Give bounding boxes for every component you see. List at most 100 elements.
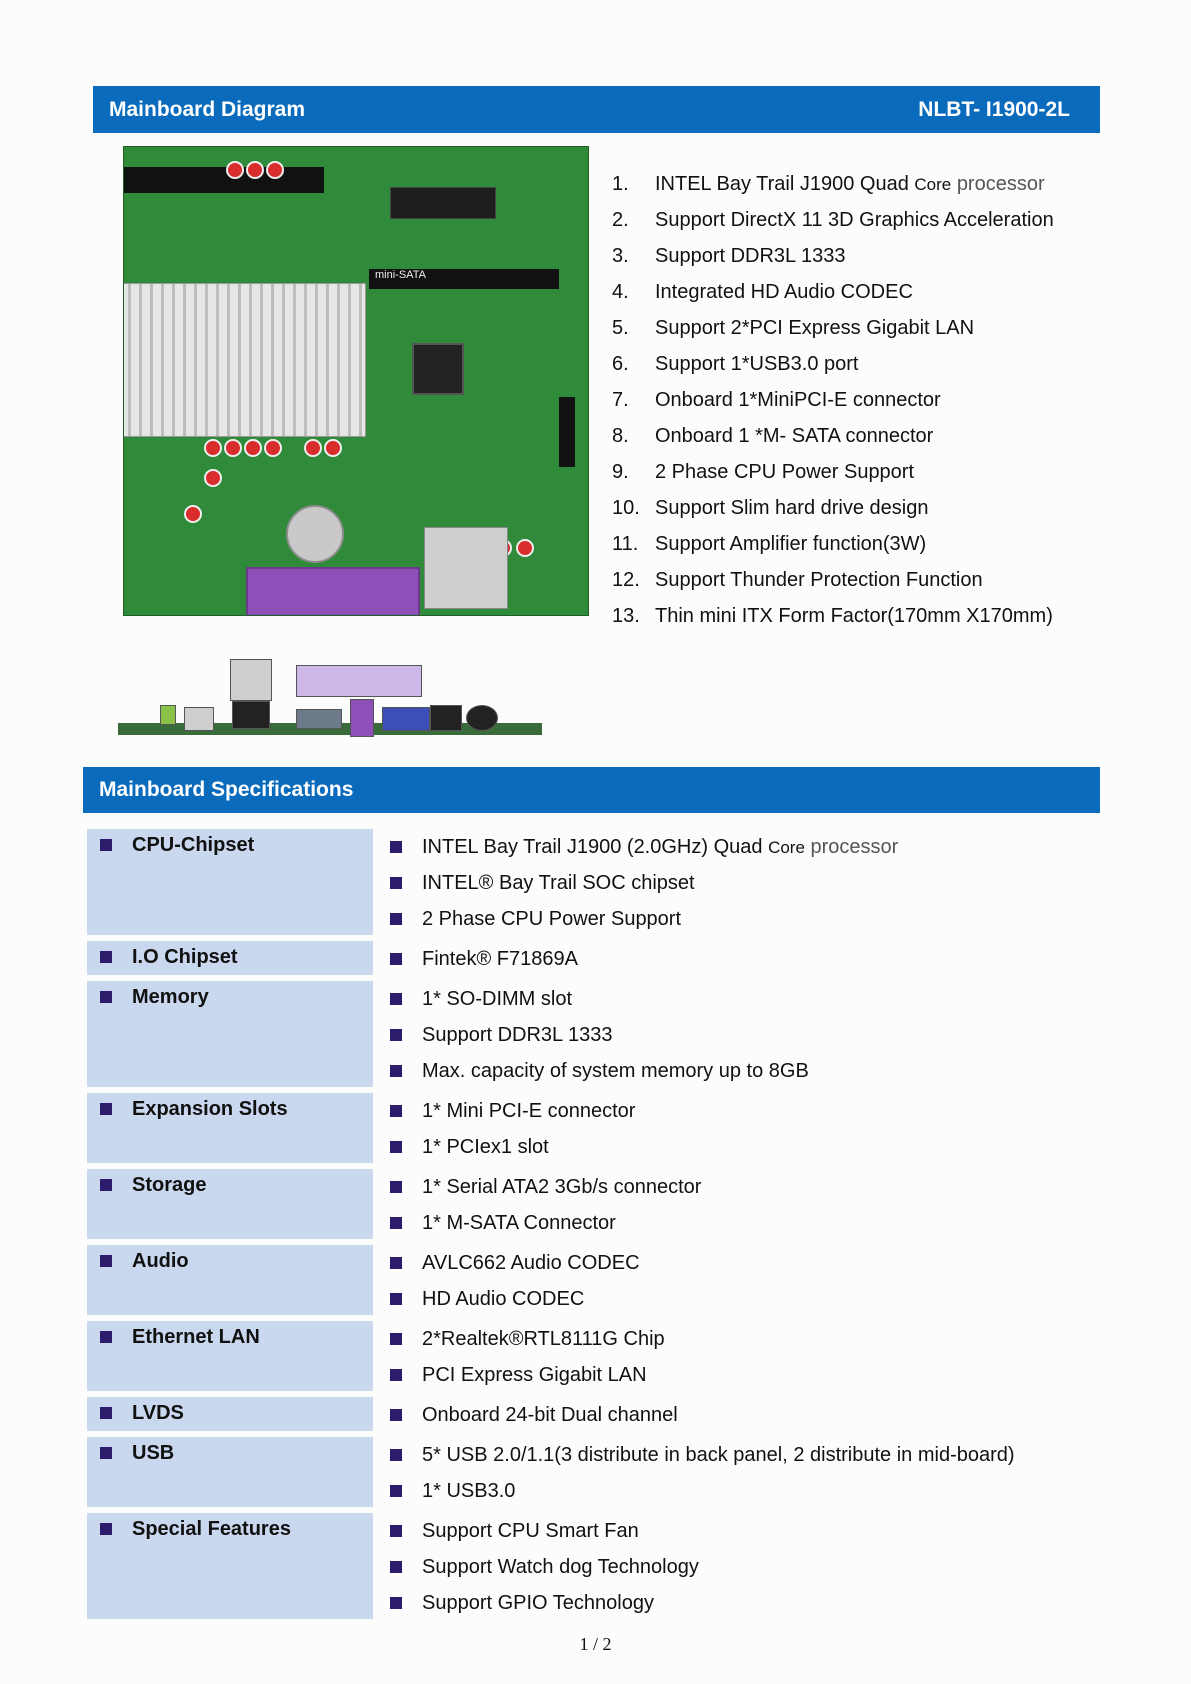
bullet-icon (390, 913, 402, 925)
feature-number: 6. (612, 353, 629, 375)
item-text: 1* M-SATA Connector (422, 1212, 616, 1234)
item-text: 1* USB3.0 (422, 1480, 516, 1502)
spec-label: Expansion Slots (87, 1093, 373, 1163)
bullet-icon (390, 1369, 402, 1381)
item-text: 2 Phase CPU Power Support (655, 461, 915, 483)
spec-value: 1* Mini PCI-E connector (390, 1098, 635, 1134)
feature-item: 13.Thin mini ITX Form Factor(170mm X170m… (612, 601, 1054, 637)
bullet-icon (390, 1525, 402, 1537)
bullet-icon (390, 993, 402, 1005)
spec-value: 5* USB 2.0/1.1(3 distribute in back pane… (390, 1442, 1015, 1478)
spec-label: USB (87, 1437, 373, 1507)
feature-item: 3.Support DDR3L 1333 (612, 241, 1054, 277)
spec-value: Support CPU Smart Fan (390, 1518, 699, 1554)
spec-values: Onboard 24-bit Dual channel (390, 1402, 678, 1438)
spec-value: 1* PCIex1 slot (390, 1134, 635, 1170)
spec-label-text: USB (132, 1442, 175, 1464)
item-text: 2*Realtek®RTL8111G Chip (422, 1328, 665, 1350)
item-text: PCI Express Gigabit LAN (422, 1364, 647, 1386)
bullet-icon (390, 1485, 402, 1497)
spec-label: CPU-Chipset (87, 829, 373, 935)
spec-value: INTEL® Bay Trail SOC chipset (390, 870, 898, 906)
spec-label-text: CPU-Chipset (132, 834, 255, 856)
feature-number: 3. (612, 245, 629, 267)
bullet-icon (100, 1255, 112, 1267)
spec-label: Special Features (87, 1513, 373, 1619)
item-text: 1* Mini PCI-E connector (422, 1100, 636, 1122)
so-dimm-slot (124, 167, 324, 193)
item-text: Support Amplifier function(3W) (655, 533, 927, 555)
core-text: Core (914, 175, 952, 194)
spec-label-text: LVDS (132, 1402, 184, 1424)
item-text: Onboard 1*MiniPCI-E connector (655, 389, 941, 411)
chip (390, 187, 496, 219)
feature-number: 7. (612, 389, 629, 411)
spec-value: 2 Phase CPU Power Support (390, 906, 898, 942)
feature-number: 2. (612, 209, 629, 231)
feature-number: 11. (612, 533, 639, 555)
pin-header (559, 397, 575, 467)
item-text: INTEL Bay Trail J1900 (2.0GHz) Quad (422, 836, 763, 858)
spec-label: LVDS (87, 1397, 373, 1431)
feature-item: 8.Onboard 1 *M- SATA connector (612, 421, 1054, 457)
item-text: INTEL® Bay Trail SOC chipset (422, 872, 695, 894)
feature-item: 10.Support Slim hard drive design (612, 493, 1054, 529)
feature-item: 7. Onboard 1*MiniPCI-E connector (612, 385, 1054, 421)
spec-values: 5* USB 2.0/1.1(3 distribute in back pane… (390, 1442, 1015, 1514)
bullet-icon (390, 877, 402, 889)
spec-label-text: Expansion Slots (132, 1098, 288, 1120)
feature-number: 1. (612, 173, 629, 195)
bullet-icon (100, 1523, 112, 1535)
spec-label-text: Storage (132, 1174, 207, 1196)
item-text: Onboard 1 *M- SATA connector (655, 425, 934, 447)
feature-list: 1.INTEL Bay Trail J1900 Quad Core proces… (612, 169, 1054, 637)
feature-item: 2.Support DirectX 11 3D Graphics Acceler… (612, 205, 1054, 241)
feature-item: 11. Support Amplifier function(3W) (612, 529, 1054, 565)
feature-number: 5. (612, 317, 629, 339)
model-name: NLBT- I1900-2L (918, 97, 1070, 121)
bullet-icon (390, 1257, 402, 1269)
bullet-icon (390, 1333, 402, 1345)
spec-label: Audio (87, 1245, 373, 1315)
feature-number: 10. (612, 497, 640, 519)
item-text: 2 Phase CPU Power Support (422, 908, 682, 930)
item-text: Support CPU Smart Fan (422, 1520, 639, 1542)
spec-value: Onboard 24-bit Dual channel (390, 1402, 678, 1438)
spec-value: PCI Express Gigabit LAN (390, 1362, 665, 1398)
cmos-battery (286, 505, 344, 563)
bullet-icon (390, 1065, 402, 1077)
feature-item: 12. Support Thunder Protection Function (612, 565, 1054, 601)
core-text: Core (768, 838, 805, 857)
item-text: Onboard 24-bit Dual channel (422, 1404, 678, 1426)
feature-number: 12. (612, 569, 640, 591)
bullet-icon (100, 1447, 112, 1459)
bullet-icon (100, 839, 112, 851)
feature-item: 5.Support 2*PCI Express Gigabit LAN (612, 313, 1054, 349)
feature-number: 4. (612, 281, 629, 303)
spec-values: INTEL Bay Trail J1900 (2.0GHz) Quad Core… (390, 834, 898, 942)
bullet-icon (390, 1141, 402, 1153)
spec-value: 2*Realtek®RTL8111G Chip (390, 1326, 665, 1362)
processor-text: processor (810, 836, 899, 858)
feature-item: 9.2 Phase CPU Power Support (612, 457, 1054, 493)
bullet-icon (100, 1179, 112, 1191)
spec-row: LVDS Onboard 24-bit Dual channel (87, 1397, 1100, 1435)
spec-value: AVLC662 Audio CODEC (390, 1250, 640, 1286)
spec-label-text: Ethernet LAN (132, 1326, 260, 1348)
parallel-port (246, 567, 420, 615)
bullet-icon (390, 953, 402, 965)
item-text: Integrated HD Audio CODEC (655, 281, 913, 303)
bullet-icon (100, 1407, 112, 1419)
processor-text: processor (956, 173, 1045, 195)
spec-label-text: Memory (132, 986, 209, 1008)
diagram-title: Mainboard Diagram (109, 97, 306, 121)
bullet-icon (390, 1029, 402, 1041)
item-text: Support Thunder Protection Function (655, 569, 983, 591)
io-panel-photo (118, 655, 542, 747)
item-text: Support DDR3L 1333 (422, 1024, 613, 1046)
spec-label: I.O Chipset (87, 941, 373, 975)
